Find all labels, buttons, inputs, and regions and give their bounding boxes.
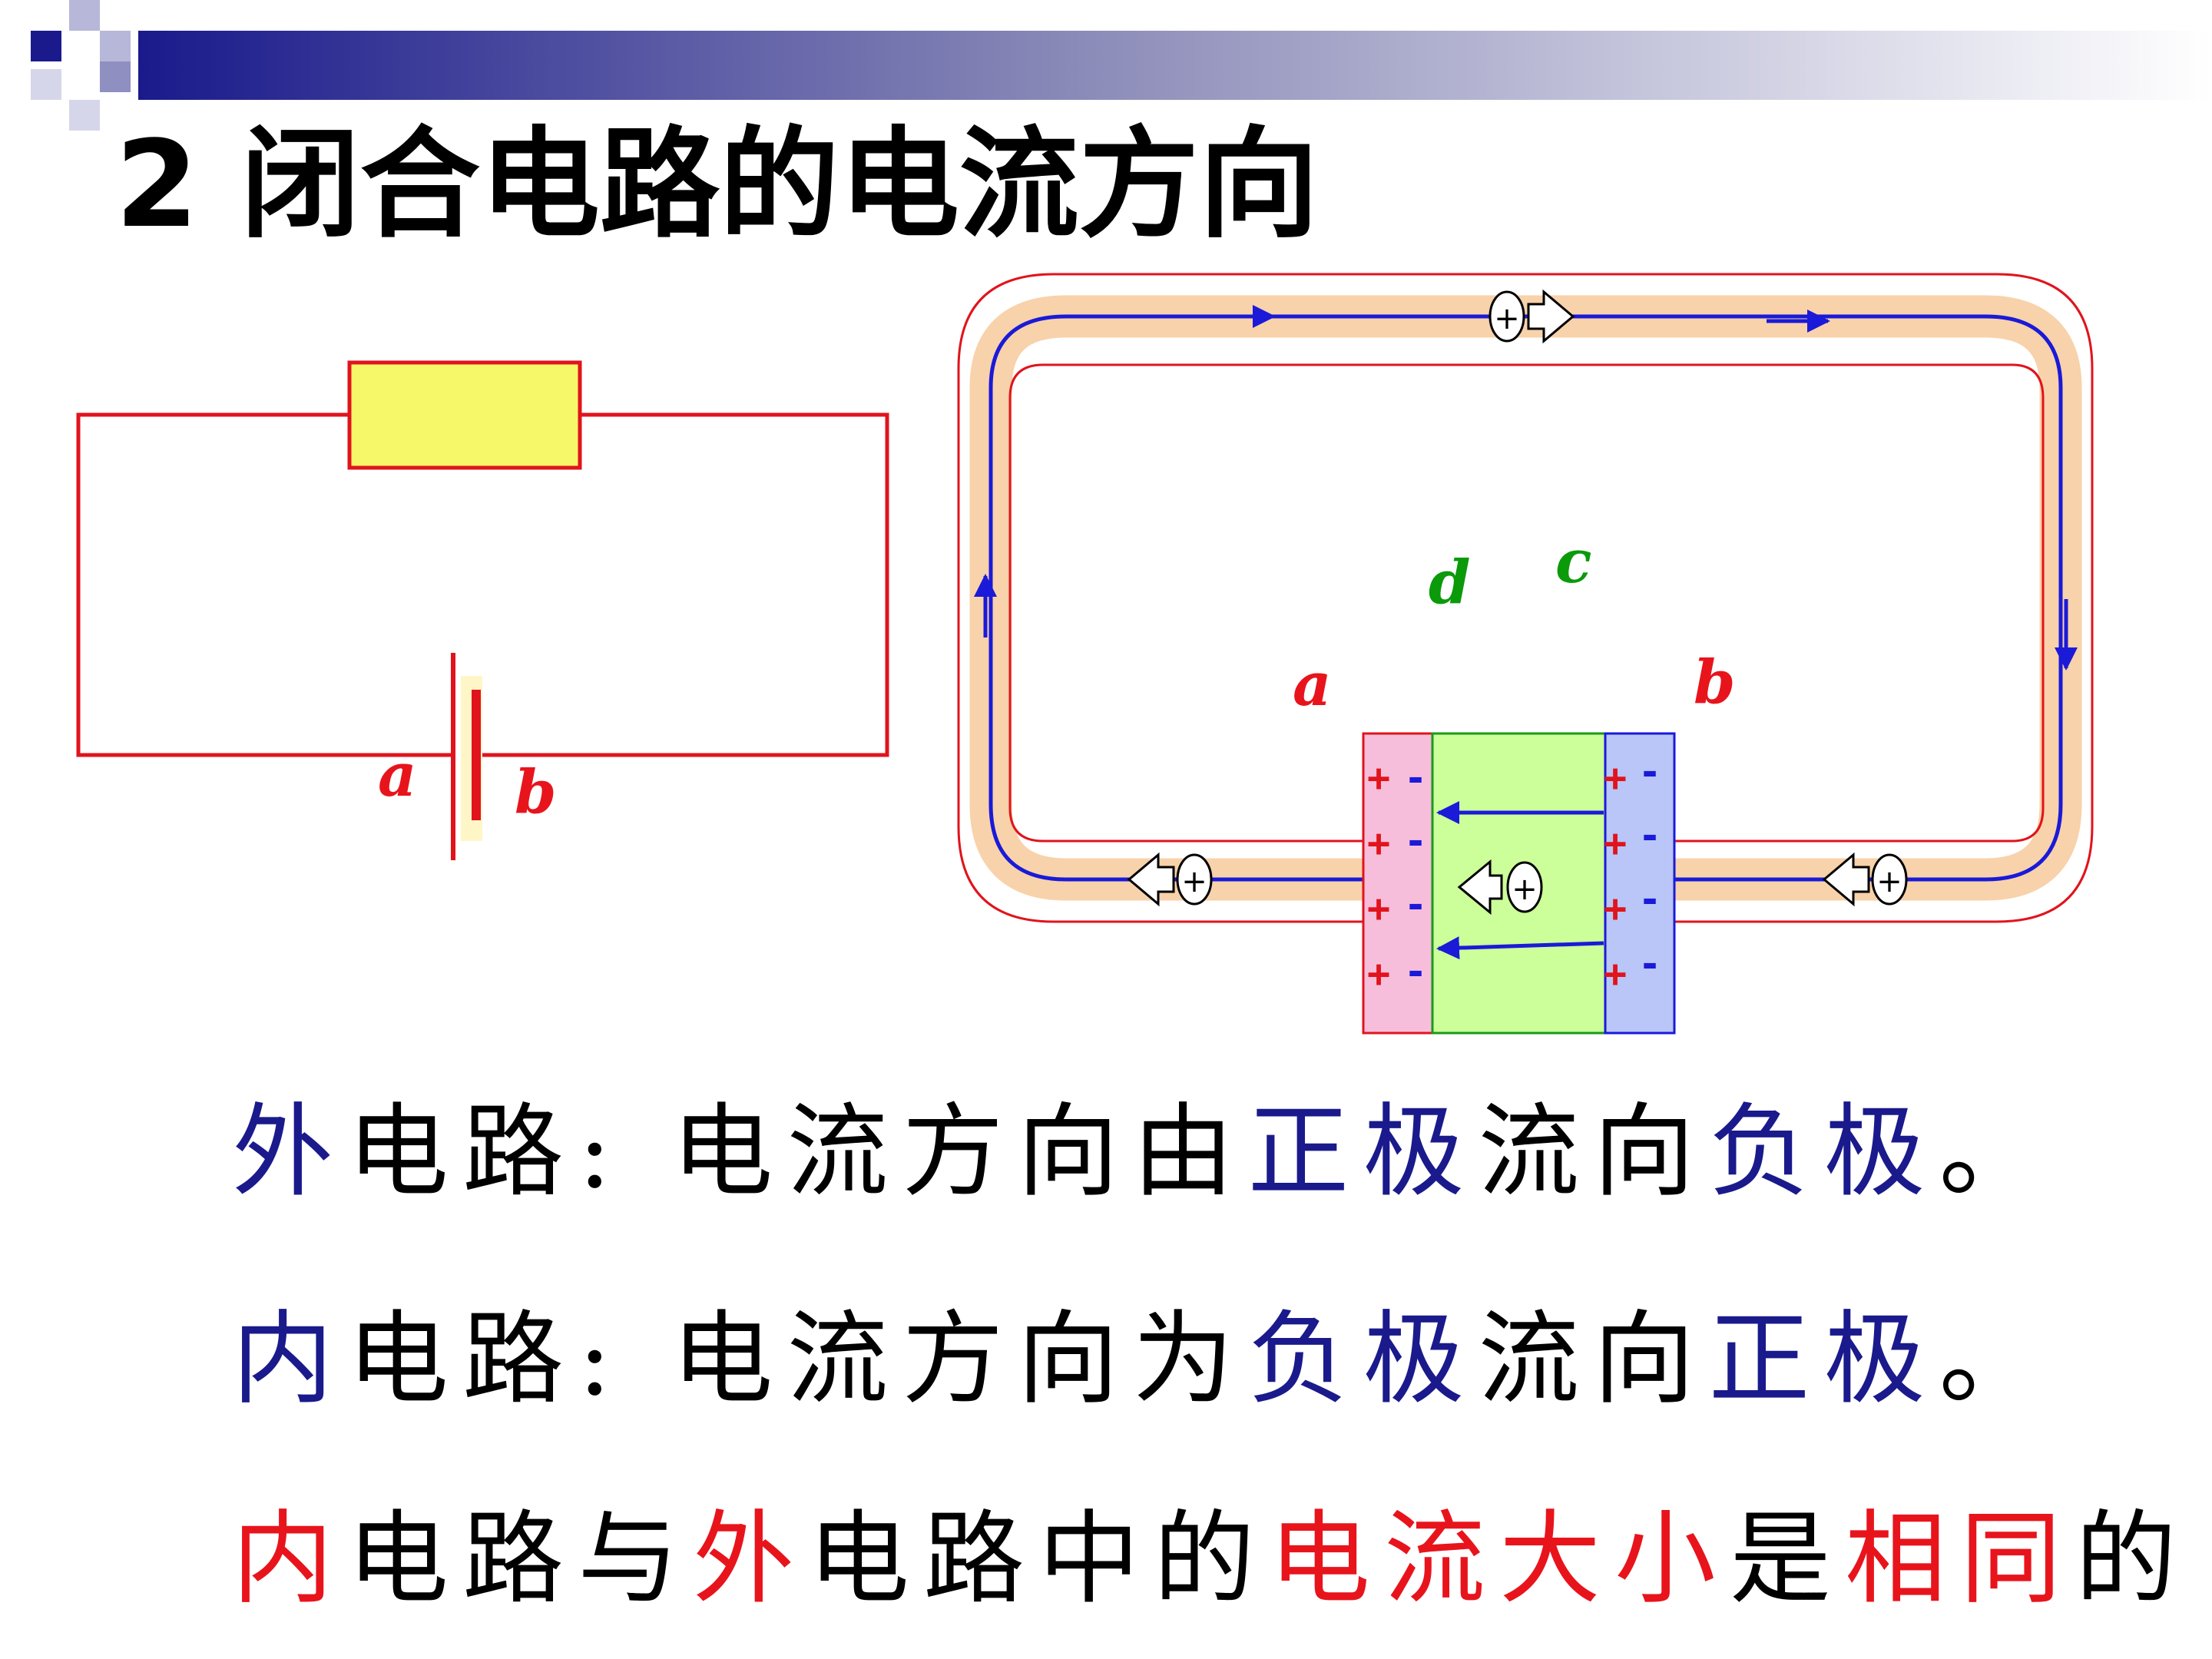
negative-plate [1604,732,1676,1035]
statement-segment: 外 [232,1093,347,1211]
header-square [31,69,61,100]
resistor [347,360,582,470]
statement-segment: 相同 [1845,1500,2075,1618]
minus-sign: - [1404,882,1427,927]
statement-segment: 正极 [1247,1093,1479,1211]
statement-segment: 内 [232,1300,347,1419]
page-title: 2 闭合电路的电流方向 [115,114,1319,254]
point-label-d: d [1429,548,1471,618]
direction-arrow-left [1457,859,1503,916]
svg-text:+: + [1494,301,1520,336]
statement-segment: 是 [1730,1500,1845,1618]
plus-sign: + [1367,756,1390,800]
simple-circuit: a b [76,360,889,860]
direction-arrow-left [1127,852,1175,907]
plus-sign: + [1367,821,1390,866]
current-equality-statement: 内电路与外电路中的电流大小是相同的 [232,1498,2190,1621]
statement-segment: 。 [1939,1093,2055,1211]
point-label-c: c [1555,527,1592,597]
header-square [69,0,100,31]
statement-segment: 流向 [1478,1300,1709,1419]
statement-segment: 电流方向由 [625,1093,1248,1211]
statement-segment: 电路中的 [808,1500,1269,1618]
statement-segment: 负极 [1247,1300,1479,1419]
statement-segment: 电路: [347,1093,626,1211]
internal-flow-arrow [1436,936,1604,960]
wire-outer-edge [957,273,2094,923]
minus-sign: - [1638,877,1661,922]
header-square [31,31,61,61]
terminal-label-b: b [515,757,557,827]
plus-sign: + [1604,952,1627,996]
header-square [100,61,131,92]
statement-segment: 电流方向为 [625,1300,1248,1419]
plus-sign: + [1367,886,1390,931]
direction-arrow-right [1527,289,1575,344]
detailed-circuit: + + + + + + + + [957,273,2094,1035]
statement-segment: 电路: [347,1300,626,1419]
statement-segment: 外 [693,1500,808,1618]
positive-charge-marker: + [1127,852,1213,907]
point-label-a: a [1293,650,1332,720]
header-decoration [31,0,2212,131]
positive-charge-marker: + [1488,289,1575,344]
minus-sign: - [1404,819,1427,863]
minus-sign: - [1638,750,1661,794]
statement-segment: 负极 [1708,1093,1939,1211]
minus-sign: - [1638,813,1661,858]
minus-sign: - [1404,949,1427,994]
svg-text:+: + [1876,864,1902,899]
direction-arrow-left [1822,852,1870,907]
statement-segment: 内 [232,1500,347,1618]
plus-sign: + [1604,756,1627,800]
statement-segment: 的 [2075,1500,2190,1618]
statement-segment: 电路与 [347,1500,693,1618]
terminal-label-a: a [378,740,417,810]
plus-sign: + [1604,821,1627,866]
minus-sign: - [1404,756,1427,800]
statement-segment: 。 [1939,1300,2055,1419]
circuit-wire [76,412,889,757]
svg-text:+: + [1181,864,1207,899]
inner-circuit-statement: 内电路: 电流方向为负极流向正极。 [232,1298,2054,1421]
minus-sign: - [1638,942,1661,986]
battery-cell: + + + + + - - - - + + + + - - - - [1362,732,1676,1035]
header-square [100,31,131,61]
positive-charge-marker: + [1457,859,1543,916]
header-square [69,100,100,131]
positive-charge-marker: + [1822,852,1908,907]
wire-inner-edge [1008,363,2045,843]
svg-text:+: + [1512,872,1538,907]
header-gradient-bar [138,31,2212,100]
statement-segment: 正极 [1708,1300,1939,1419]
plus-sign: + [1367,952,1390,996]
statement-segment: 流向 [1478,1093,1709,1211]
current-flow-line [988,314,2063,882]
point-label-b: b [1694,647,1736,717]
statement-segment: 电流大小 [1269,1500,1730,1618]
plus-sign: + [1604,886,1627,931]
outer-circuit-statement: 外电路: 电流方向由正极流向负极。 [232,1091,2054,1214]
